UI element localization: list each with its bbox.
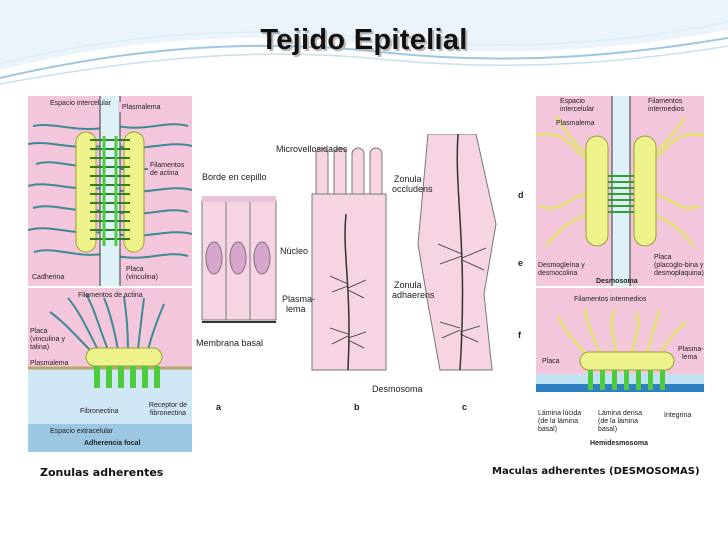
hemidesmosoma-diagram: Filamentos intermedios Placa Plasma- lem… (536, 288, 704, 452)
caption-zonulas-adherentes: Zonulas adherentes (40, 466, 164, 479)
label-receptor-fibronectina: Receptor de fibronectina (148, 402, 188, 417)
label-espacio-intercelular-desmo: Espacio intercelular (560, 98, 595, 113)
label-desmogleina: Desmogleína y desmocolina (538, 262, 585, 277)
label-lamina-lucida: Lámina lúcida (de la lámina basal) (538, 410, 582, 433)
label-plasmalema-1: Plasma- (282, 294, 316, 304)
label-microvellosidades: Microvellosidades (276, 144, 348, 154)
label-plasmalema: Plasmalema (122, 104, 161, 111)
label-hemidesmosoma: Hemidesmosoma (590, 440, 648, 447)
label-b: b (354, 402, 360, 412)
label-c: c (462, 402, 468, 412)
label-f: f (518, 330, 521, 340)
label-integrina: Integrina (664, 412, 692, 419)
label-plasmalema-2: lema (286, 304, 306, 314)
header-wave-decoration (0, 0, 728, 85)
label-filamentos-intermedios-hemi: Filamentos intermedios (574, 296, 647, 303)
epithelial-cells-diagram: Microvellosidades Borde en cepillo Núcle… (196, 134, 532, 424)
label-plasmalema-desmo: Plasmalema (556, 120, 595, 127)
label-filamentos-actina-focal: Filamentos de actina (78, 292, 143, 299)
label-zonula-adhaerens-1: Zonula (394, 280, 422, 290)
label-espacio-extracelular: Espacio extracelular (50, 428, 114, 435)
label-e: e (518, 258, 524, 268)
label-membrana-basal: Membrana basal (196, 338, 264, 348)
label-cadherina: Cadherina (32, 274, 65, 281)
label-adherencia-focal: Adherencia focal (84, 440, 141, 447)
label-borde-cepillo: Borde en cepillo (202, 172, 267, 182)
label-zonula-occludens-2: occludens (392, 184, 433, 194)
label-placa-vinculina: Placa (vinculina) (126, 266, 158, 281)
zonula-adherens-diagram: Espacio intercelular Plasmalema Filament… (28, 96, 192, 286)
label-fibronectina: Fibronectina (80, 408, 119, 415)
label-d: d (518, 190, 524, 200)
label-placa-placoglobina: Placa (placoglo-bina y desmoplaquina) (654, 254, 704, 277)
label-lamina-densa: Lámina densa (de la lámina basal) (598, 410, 642, 433)
label-plasmalema-hemi-1: Plasma- (678, 346, 704, 353)
label-placa-hemi: Placa (542, 358, 560, 365)
label-a: a (216, 402, 222, 412)
page-title: Tejido Epitelial (260, 24, 468, 56)
label-desmosoma-center: Desmosoma (372, 384, 423, 394)
caption-maculas-adherentes: Maculas adherentes (DESMOSOMAS) (492, 466, 700, 477)
label-desmosoma: Desmosoma (596, 278, 638, 285)
desmosoma-diagram: Espacio intercelular Plasmalema Filament… (536, 96, 704, 286)
label-filamentos-intermedios-desmo: Filamentos intermedios (648, 98, 685, 113)
label-placa-vinculina-talina: Placa (vinculina y talina) (30, 328, 66, 351)
label-nucleo: Núcleo (280, 246, 309, 256)
label-filamentos-actina: Filamentos de actina (150, 162, 185, 177)
label-plasmalema-focal: Plasmalema (30, 360, 69, 367)
label-plasmalema-hemi-2: lema (682, 354, 698, 361)
label-zonula-adhaerens-2: adhaerens (392, 290, 435, 300)
adherencia-focal-diagram: Filamentos de actina Placa (vinculina y … (28, 288, 192, 452)
label-zonula-occludens-1: Zonula (394, 174, 422, 184)
label-espacio-intercelular: Espacio intercelular (50, 100, 112, 107)
